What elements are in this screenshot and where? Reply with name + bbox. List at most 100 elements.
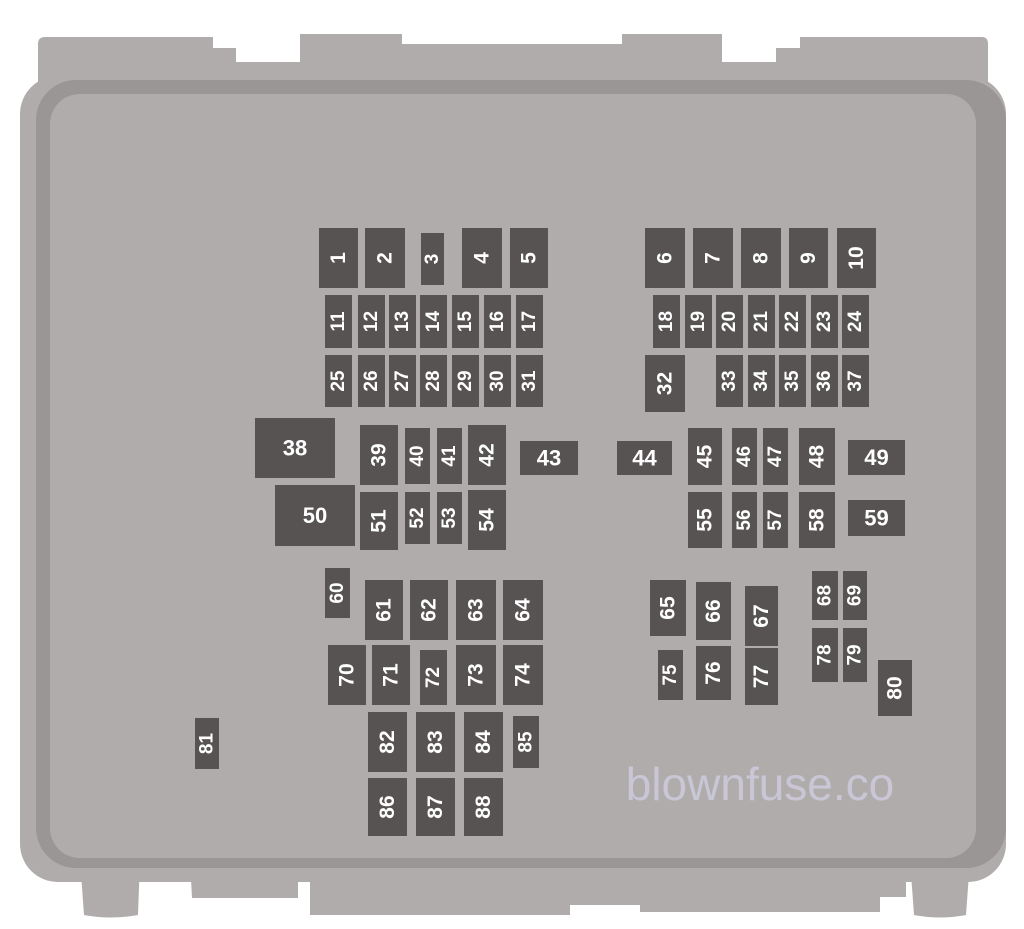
fuse-slot — [420, 295, 447, 348]
fuse-number: 43 — [537, 446, 561, 471]
fuse-26: 26 — [358, 355, 385, 407]
fuse-number: 37 — [845, 370, 866, 391]
fuse-63: 63 — [456, 580, 496, 640]
fuse-number: 10 — [845, 246, 868, 269]
fuse-number: 55 — [694, 508, 717, 532]
fuse-number: 44 — [632, 446, 657, 471]
fuse-10: 10 — [837, 228, 876, 288]
fuse-slot — [368, 778, 407, 836]
fuse-number: 34 — [751, 370, 772, 392]
fuse-slot — [842, 295, 869, 348]
fuse-31: 31 — [516, 355, 543, 407]
fuse-number: 63 — [465, 598, 488, 621]
fuse-slot — [195, 718, 219, 769]
fuse-25: 25 — [325, 355, 352, 407]
fuse-48: 48 — [799, 428, 835, 485]
fuse-69: 69 — [843, 571, 867, 620]
fuse-80: 80 — [878, 660, 912, 716]
fuse-44: 44 — [617, 441, 672, 475]
fuse-45: 45 — [688, 428, 722, 485]
fuse-slot — [456, 645, 496, 705]
fuse-slot — [811, 355, 838, 407]
fuse-50: 50 — [275, 485, 355, 546]
fuse-number: 35 — [782, 370, 803, 392]
fuse-35: 35 — [779, 355, 806, 407]
fuse-number: 12 — [361, 311, 382, 332]
fuse-65: 65 — [650, 580, 686, 636]
fuse-slot — [420, 650, 447, 705]
fuse-38: 38 — [255, 418, 335, 478]
fuse-49: 49 — [848, 440, 905, 475]
fuse-34: 34 — [748, 355, 775, 407]
fuse-number: 84 — [472, 730, 495, 754]
fuse-number: 4 — [471, 252, 494, 264]
fuse-number: 11 — [328, 311, 349, 332]
fuse-slot — [837, 228, 876, 288]
fuse-3: 3 — [421, 233, 444, 285]
fuse-slot — [468, 490, 506, 550]
fuse-29: 29 — [452, 355, 479, 407]
fuse-number: 81 — [197, 733, 218, 755]
fuse-number: 28 — [423, 370, 444, 391]
fuse-slot — [437, 492, 462, 544]
fuse-number: 1 — [327, 252, 350, 264]
fuse-slot — [650, 580, 686, 636]
fuse-15: 15 — [452, 295, 479, 348]
fuse-14: 14 — [420, 295, 447, 348]
fuse-slot — [319, 228, 358, 288]
fuse-number: 77 — [750, 665, 773, 688]
fuse-47: 47 — [763, 428, 788, 485]
fuse-number: 3 — [422, 254, 443, 265]
fuse-54: 54 — [468, 490, 506, 550]
fuse-82: 82 — [368, 712, 407, 772]
fuse-slot — [763, 428, 788, 485]
fuse-16: 16 — [484, 295, 511, 348]
fuse-number: 22 — [782, 311, 803, 332]
fuse-slot — [484, 295, 511, 348]
fuse-7: 7 — [693, 228, 733, 288]
fuse-slot — [456, 580, 496, 640]
fuse-slot — [255, 418, 335, 478]
fuse-87: 87 — [416, 778, 455, 836]
fuse-46: 46 — [732, 428, 757, 485]
fuse-slot — [520, 441, 578, 475]
fuse-2: 2 — [365, 228, 405, 288]
fuse-number: 48 — [806, 445, 829, 469]
fuse-55: 55 — [688, 492, 722, 548]
fuse-slot — [843, 571, 867, 620]
fuse-66: 66 — [696, 582, 731, 640]
fuse-61: 61 — [365, 580, 403, 640]
fuse-41: 41 — [437, 428, 462, 484]
fuse-slot — [420, 355, 447, 407]
fuse-number: 38 — [283, 436, 307, 461]
fuse-slot — [325, 295, 352, 348]
fuse-number: 39 — [368, 443, 391, 466]
fuse-number: 7 — [702, 252, 725, 264]
fuse-slot — [421, 233, 444, 285]
fuse-slot — [365, 580, 403, 640]
fuse-number: 64 — [512, 598, 535, 622]
fuse-slot — [658, 650, 683, 700]
fuse-number: 73 — [465, 663, 488, 686]
fuse-slot — [688, 492, 722, 548]
fuse-number: 88 — [472, 795, 495, 819]
fuse-number: 30 — [487, 370, 508, 391]
fuse-number: 5 — [518, 252, 541, 264]
fuse-number: 36 — [814, 370, 835, 391]
fuse-4: 4 — [462, 228, 502, 288]
fuse-21: 21 — [748, 295, 775, 348]
fuse-28: 28 — [420, 355, 447, 407]
fuse-slot — [452, 355, 479, 407]
fuse-number: 17 — [519, 311, 540, 332]
fuse-slot — [416, 712, 455, 772]
fuse-number: 54 — [476, 508, 499, 532]
fuse-number: 50 — [303, 503, 327, 528]
fuse-12: 12 — [358, 295, 385, 348]
fuse-number: 26 — [361, 370, 382, 391]
fuse-slot — [464, 778, 503, 836]
fuse-17: 17 — [516, 295, 543, 348]
fuse-9: 9 — [789, 228, 828, 288]
fuse-number: 61 — [373, 598, 396, 622]
fuse-slot — [462, 228, 502, 288]
fuse-number: 87 — [424, 795, 447, 818]
